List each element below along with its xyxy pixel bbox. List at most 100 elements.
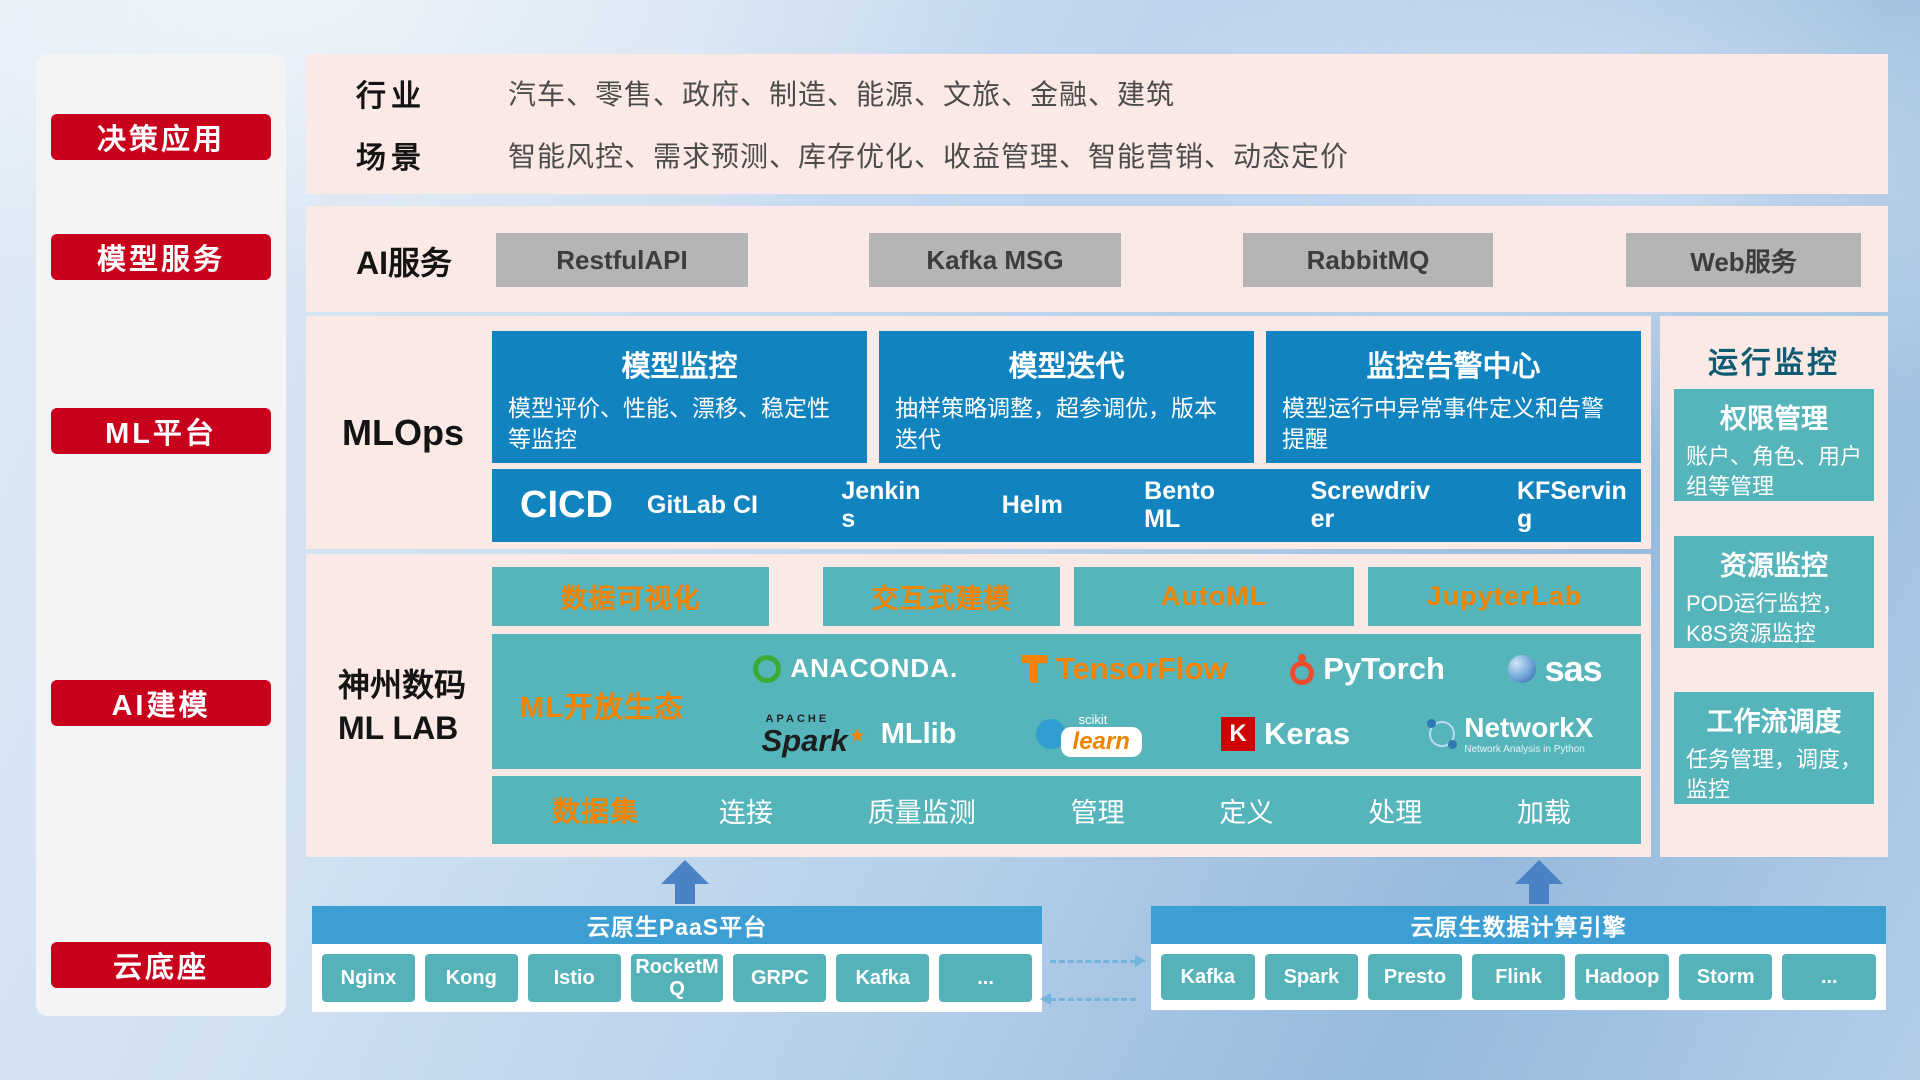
data-engine-title: 云原生数据计算引擎 — [1151, 906, 1886, 944]
card-desc: 任务管理，调度，监控 — [1686, 747, 1863, 802]
spark-wordmark: APACHE Spark — [762, 713, 866, 756]
permission-management-card: 权限管理 账户、角色、用户组等管理 — [1674, 389, 1874, 501]
apache-label: APACHE — [765, 712, 830, 725]
industry-row: 行业 汽车、零售、政府、制造、能源、文旅、金融、建筑 — [356, 71, 1888, 115]
pytorch-logo: PyTorch — [1290, 651, 1445, 687]
tensorflow-wordmark: TensorFlow — [1055, 650, 1228, 686]
networkx-icon — [1427, 719, 1458, 750]
presto-chip: Presto — [1368, 954, 1462, 1000]
kafka-chip: Kafka — [836, 954, 930, 1002]
scene-value: 智能风控、需求预测、库存优化、收益管理、智能营销、动态定价 — [508, 141, 1350, 172]
cicd-bar: CICD GitLab CI Jenkins Helm BentoML Scre… — [492, 469, 1641, 542]
screwdriver-item: Screwdriver — [1310, 477, 1431, 533]
card-desc: 模型运行中异常事件定义和告警提醒 — [1282, 395, 1604, 453]
istio-chip: Istio — [527, 954, 621, 1002]
card-desc: 模型评价、性能、漂移、稳定性等监控 — [508, 395, 830, 453]
spark-word: Spark — [762, 725, 866, 756]
dataset-item-process: 处理 — [1368, 797, 1423, 828]
scene-row: 场景 智能风控、需求预测、库存优化、收益管理、智能营销、动态定价 — [356, 133, 1888, 177]
rabbitmq-button: RabbitMQ — [1243, 233, 1493, 287]
data-engine-box: 云原生数据计算引擎 Kafka Spark Presto Flink Hadoo… — [1151, 906, 1886, 1010]
tensorflow-logo: TensorFlow — [1020, 650, 1228, 687]
web-service-button: Web服务 — [1626, 233, 1861, 287]
sidebar-item-cloud-base: 云底座 — [51, 942, 271, 988]
pytorch-icon — [1290, 660, 1315, 685]
networkx-text: NetworkX — [1464, 711, 1594, 743]
card-desc: 抽样策略调整，超参调优，版本迭代 — [895, 395, 1217, 453]
resource-monitoring-card: 资源监控 POD运行监控，K8S资源监控 — [1674, 536, 1874, 648]
ecosystem-logo-grid: ANACONDA. TensorFlow PyTorch sas — [722, 636, 1633, 767]
ai-service-label: AI服务 — [356, 245, 453, 281]
dataset-item-connect: 连接 — [719, 797, 774, 828]
dashed-arrow-left-icon — [1040, 993, 1136, 1005]
sas-wordmark: sas — [1544, 647, 1603, 689]
cicd-tools: GitLab CI Jenkins Helm BentoML Screwdriv… — [646, 477, 1627, 533]
sidebar-item-ai-modeling: AI建模 — [51, 680, 271, 726]
card-title: 工作流调度 — [1706, 707, 1842, 737]
kafka-msg-button: Kafka MSG — [869, 233, 1121, 287]
ecosystem-logos-row-2: APACHE Spark MLlib scikit — [722, 702, 1633, 768]
ml-ecosystem-box: ML开放生态 ANACONDA. TensorFlow PyTorch — [492, 634, 1641, 769]
pytorch-wordmark: PyTorch — [1323, 650, 1445, 686]
learn-text: learn — [1072, 727, 1130, 755]
card-title: 模型迭代 — [1008, 351, 1125, 383]
learn-pill: learn — [1060, 726, 1142, 757]
tensorflow-icon — [1020, 654, 1047, 683]
more-chip: ... — [939, 954, 1033, 1002]
flink-chip: Flink — [1471, 954, 1566, 1000]
sidebar-item-ml-platform: ML平台 — [51, 408, 271, 454]
restfulapi-button: RestfulAPI — [496, 233, 748, 287]
dataset-label: 数据集 — [552, 796, 640, 827]
card-title: 资源监控 — [1720, 551, 1828, 581]
grpc-chip: GRPC — [733, 954, 827, 1002]
spark-mllib-logo: APACHE Spark MLlib — [762, 713, 957, 756]
dataset-item-manage: 管理 — [1070, 797, 1125, 828]
mlops-cards: 模型监控 模型评价、性能、漂移、稳定性等监控 模型迭代 抽样策略调整，超参调优，… — [492, 331, 1641, 463]
paas-chip-row: Nginx Kong Istio RocketMQ GRPC Kafka ... — [312, 944, 1042, 1012]
scikit-learn-wordmark: scikit learn — [1060, 712, 1142, 757]
data-visualization-button: 数据可视化 — [492, 567, 769, 626]
spark-star-icon — [848, 725, 866, 748]
keras-icon: K — [1220, 717, 1255, 752]
helm-item: Helm — [1001, 490, 1063, 519]
model-monitoring-card: 模型监控 模型评价、性能、漂移、稳定性等监控 — [492, 331, 867, 463]
mllab-label: 神州数码 ML LAB — [338, 664, 466, 750]
hadoop-chip: Hadoop — [1575, 954, 1669, 1000]
dataset-items: 连接 质量监测 管理 定义 处理 加载 — [719, 791, 1571, 830]
scikit-learn-logo: scikit learn — [1035, 712, 1142, 757]
jenkins-item: Jenkins — [841, 477, 921, 533]
jupyterlab-button: JupyterLab — [1368, 567, 1641, 626]
automl-button: AutoML — [1074, 567, 1354, 626]
kfserving-item: KFServing — [1517, 477, 1627, 533]
mlops-panel: MLOps 模型监控 模型评价、性能、漂移、稳定性等监控 模型迭代 抽样策略调整… — [306, 316, 1651, 549]
paas-platform-box: 云原生PaaS平台 Nginx Kong Istio RocketMQ GRPC… — [312, 906, 1042, 1012]
ai-service-panel: AI服务 RestfulAPI Kafka MSG RabbitMQ Web服务 — [306, 206, 1888, 312]
industry-label: 行业 — [356, 80, 426, 113]
keras-logo: K Keras — [1220, 716, 1350, 752]
card-desc: 账户、角色、用户组等管理 — [1686, 444, 1863, 499]
card-title: 权限管理 — [1720, 404, 1828, 434]
networkx-wordmark: NetworkX Network Analysis in Python — [1464, 711, 1594, 755]
sas-logo: sas — [1507, 647, 1603, 690]
mllib-wordmark: MLlib — [880, 717, 957, 750]
kong-chip: Kong — [424, 954, 518, 1002]
model-iteration-card: 模型迭代 抽样策略调整，超参调优，版本迭代 — [879, 331, 1254, 463]
mllab-label-line2: ML LAB — [338, 710, 459, 747]
ml-ecosystem-label: ML开放生态 — [520, 692, 684, 724]
layer-sidebar: 决策应用 模型服务 ML平台 AI建模 云底座 — [36, 54, 286, 1016]
industry-value: 汽车、零售、政府、制造、能源、文旅、金融、建筑 — [508, 79, 1176, 110]
ecosystem-logos-row-1: ANACONDA. TensorFlow PyTorch sas — [722, 636, 1633, 702]
up-arrow-icon — [1515, 860, 1563, 906]
sidebar-item-model-service: 模型服务 — [51, 234, 271, 280]
up-arrow-icon — [661, 860, 709, 906]
scene-label: 场景 — [356, 142, 426, 175]
anaconda-icon — [753, 654, 782, 683]
mllab-label-line1: 神州数码 — [338, 667, 467, 703]
bentoml-item: BentoML — [1144, 477, 1215, 533]
mlops-label: MLOps — [342, 412, 464, 453]
runtime-monitoring-panel: 运行监控 权限管理 账户、角色、用户组等管理 资源监控 POD运行监控，K8S资… — [1660, 316, 1888, 857]
spark-chip: Spark — [1264, 954, 1359, 1000]
anaconda-wordmark: ANACONDA. — [790, 653, 959, 684]
gitlab-ci-item: GitLab CI — [646, 490, 758, 519]
kafka-chip: Kafka — [1161, 954, 1255, 1000]
